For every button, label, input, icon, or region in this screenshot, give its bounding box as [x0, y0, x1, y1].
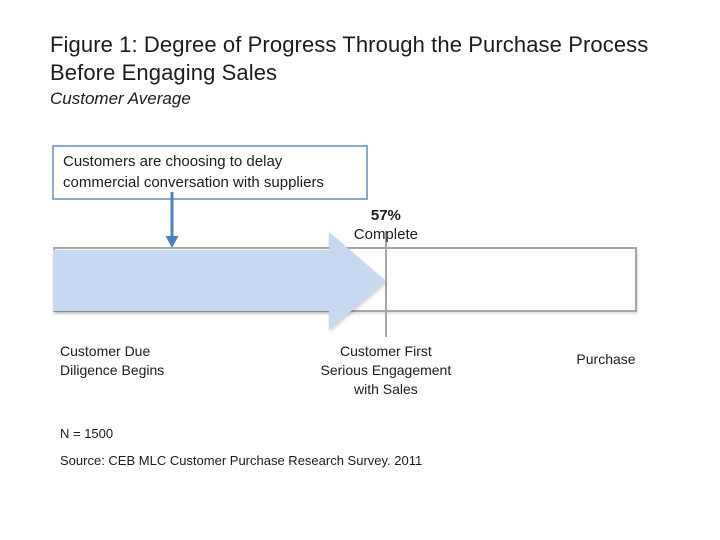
figure-title-line1: Figure 1: Degree of Progress Through the… — [50, 32, 649, 57]
sample-size-note: N = 1500 — [60, 426, 114, 441]
progress-percent-label: 57% Complete — [326, 206, 446, 244]
progress-marker-line — [384, 231, 387, 337]
source-note: Source: CEB MLC Customer Purchase Resear… — [60, 453, 423, 468]
milestone-first-engagement-line1: Customer First — [339, 343, 432, 359]
milestone-due-diligence-line1: Customer Due — [60, 343, 151, 359]
progress-arrow — [53, 232, 386, 330]
down-arrow-icon — [165, 192, 179, 248]
progress-percent-value: 57% — [370, 207, 401, 224]
progress-complete-word: Complete — [353, 226, 418, 243]
milestone-first-engagement-line3: with Sales — [353, 381, 418, 397]
milestone-first-engagement: Customer First Serious Engagement with S… — [296, 342, 476, 399]
annotation-callout-box: Customers are choosing to delay commerci… — [52, 145, 368, 200]
figure-subtitle: Customer Average — [50, 89, 191, 108]
milestone-purchase: Purchase — [576, 351, 636, 367]
milestone-due-diligence-line2: Diligence Begins — [60, 362, 165, 378]
figure-title-line2: Before Engaging Sales — [50, 60, 278, 85]
progress-arrow-shape — [53, 232, 386, 330]
milestone-due-diligence: Customer Due Diligence Begins — [60, 342, 164, 380]
annotation-callout-text: Customers are choosing to delay commerci… — [63, 153, 324, 191]
milestone-first-engagement-line2: Serious Engagement — [320, 362, 452, 378]
figure-title: Figure 1: Degree of Progress Through the… — [50, 31, 648, 87]
